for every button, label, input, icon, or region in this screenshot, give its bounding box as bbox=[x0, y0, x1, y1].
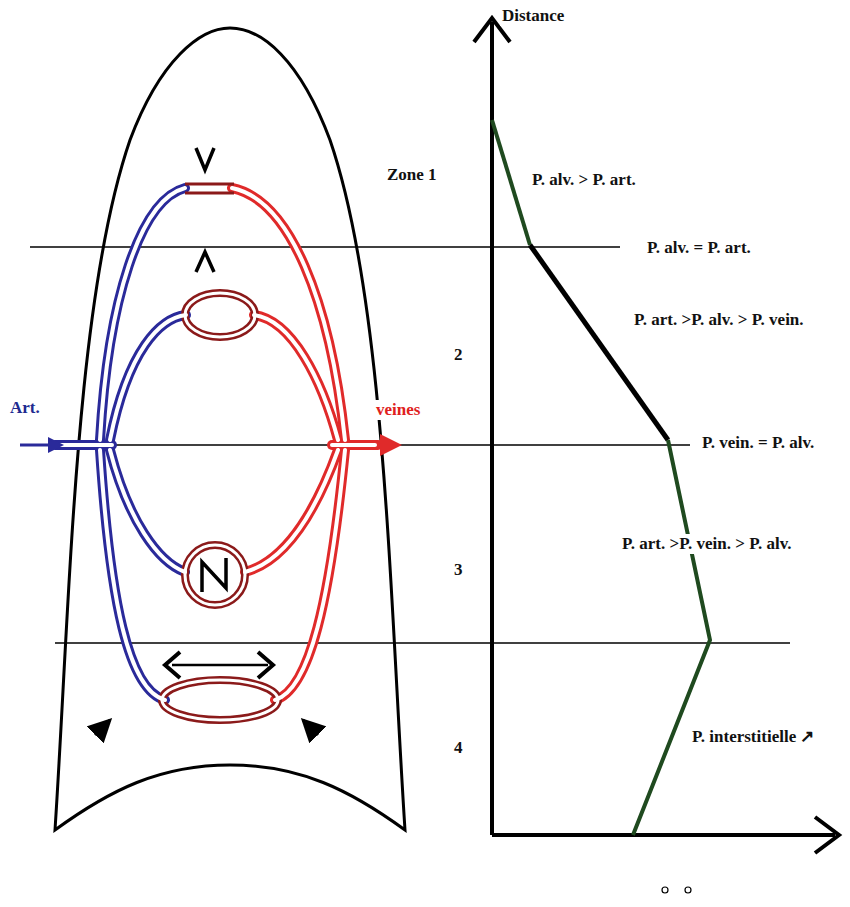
axis-title: Distance bbox=[500, 6, 566, 26]
pressure-label: P. alv. = P. art. bbox=[645, 238, 753, 258]
zone-label: Zone 1 bbox=[385, 165, 439, 185]
pressure-label: P. alv. > P. art. bbox=[530, 170, 638, 190]
pressure-label: P. art. >P. alv. > P. vein. bbox=[632, 310, 806, 330]
vein-label: veines bbox=[374, 400, 422, 420]
graph bbox=[474, 18, 839, 853]
artery-label: Art. bbox=[8, 398, 42, 418]
zone-line bbox=[55, 642, 790, 644]
lung-outline bbox=[55, 28, 405, 830]
pressure-label: P. vein. = P. alv. bbox=[700, 433, 816, 453]
pressure-label: P. art. >P. vein. > P. alv. bbox=[620, 534, 794, 554]
vessels bbox=[55, 188, 378, 720]
zone-number: 3 bbox=[452, 560, 465, 580]
zone-number: 2 bbox=[452, 345, 465, 365]
pressure-label: P. interstitielle ↗ bbox=[690, 727, 816, 747]
zone-number: 4 bbox=[452, 738, 465, 758]
